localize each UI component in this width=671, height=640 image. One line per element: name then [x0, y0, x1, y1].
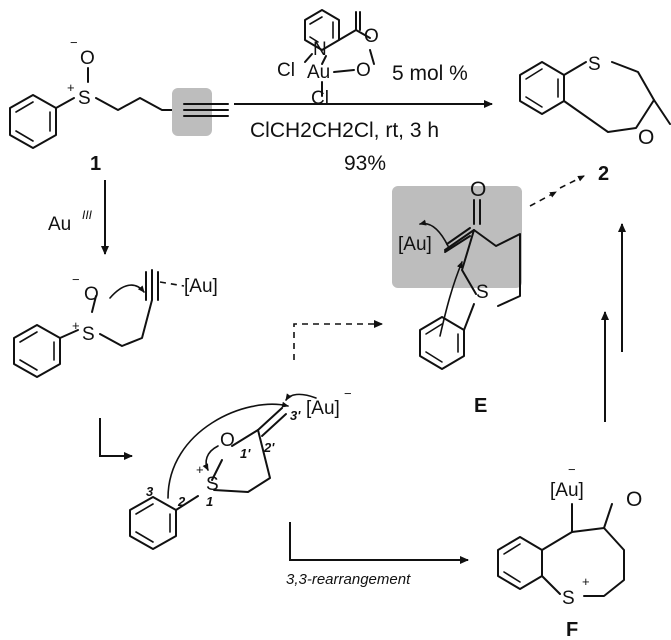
num-1: 1	[206, 494, 213, 509]
c2-o: O	[638, 126, 654, 149]
dashed-arrow-to-e	[293, 320, 383, 360]
int-plus: +	[72, 318, 80, 333]
e-s: S	[476, 282, 489, 303]
intermediate-pi-complex: − O + S [Au]	[13, 269, 218, 378]
catalyst-cl-left: Cl	[277, 60, 295, 81]
catalyst-cl-bottom: Cl	[311, 88, 329, 109]
label-compound-1: 1	[90, 153, 101, 175]
c1-s: S	[78, 88, 91, 109]
int-au: [Au]	[184, 276, 218, 297]
num-3: 3	[146, 484, 154, 499]
rearrangement-label: 3,3-rearrangement	[286, 571, 411, 588]
f-au-minus: −	[568, 462, 576, 477]
f-plus: +	[582, 574, 590, 589]
num-au-minus: −	[344, 386, 352, 401]
f-au: [Au]	[550, 480, 584, 501]
compound-1: − O + S 1	[9, 35, 229, 175]
num-1p: 1'	[240, 446, 251, 461]
c1-o: O	[80, 48, 95, 69]
dashed-arrow-e-to-2-b	[559, 175, 585, 189]
num-3p: 3'	[290, 408, 301, 423]
conditions-solvent: ClCH2CH2Cl, rt, 3 h	[250, 119, 439, 142]
num-s: S	[206, 474, 219, 495]
int-minus: −	[72, 272, 80, 287]
catalyst-o-carbonyl: O	[364, 26, 379, 47]
f-s: S	[562, 588, 575, 609]
label-compound-2: 2	[598, 163, 609, 185]
rearrangement-arrow	[289, 522, 469, 564]
catalyst-o-right: O	[356, 60, 371, 81]
num-2: 2	[177, 494, 186, 509]
conditions-yield: 93%	[344, 152, 386, 175]
intermediate-numbered: O S + [Au] − 3 2 1 1' 2' 3'	[129, 386, 352, 550]
label-compound-f: F	[566, 619, 578, 640]
catalyst-loading: 5 mol %	[392, 62, 468, 85]
e-o: O	[470, 178, 486, 201]
c2-s: S	[588, 54, 601, 75]
label-compound-e: E	[474, 395, 487, 417]
compound-f: − [Au] O S + F	[497, 462, 642, 640]
au-reagent-oxidation: III	[82, 208, 93, 222]
gold-catalyst: N O Cl Au O Cl 5 mol %	[277, 9, 468, 109]
int-s: S	[82, 324, 95, 345]
f-o: O	[626, 488, 642, 511]
int-o: O	[84, 284, 99, 305]
step-arrow-bent	[99, 418, 133, 460]
e-au: [Au]	[398, 234, 432, 255]
num-plus: +	[196, 462, 204, 477]
catalyst-n: N	[313, 39, 327, 60]
compound-2: S O 2	[519, 54, 671, 185]
alkyne-highlight	[172, 88, 212, 136]
compound-e: O [Au] S E	[392, 178, 522, 417]
num-2p: 2'	[263, 440, 275, 455]
c1-minus: −	[70, 35, 78, 50]
au-reagent: Au	[48, 214, 71, 235]
num-o: O	[220, 430, 235, 451]
catalyst-au: Au	[307, 62, 330, 83]
dashed-arrow-e-to-2-a	[529, 191, 557, 207]
num-au: [Au]	[306, 398, 340, 419]
c1-plus: +	[67, 80, 75, 95]
